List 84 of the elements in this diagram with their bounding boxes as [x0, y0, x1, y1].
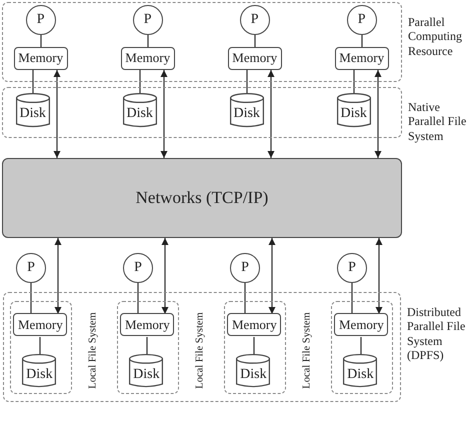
double-arrow	[162, 238, 168, 314]
processor-label: P	[250, 12, 259, 28]
disk-cylinder	[343, 354, 378, 388]
connector-line	[146, 337, 148, 355]
processor-circle	[240, 4, 270, 35]
connector-line	[137, 283, 139, 314]
network-box	[2, 158, 402, 238]
connector-line	[32, 70, 34, 93]
network-label: Networks (TCP/IP)	[136, 188, 268, 208]
dashed-local-box	[10, 300, 72, 394]
group-heading: Distributed Parallel File System (DPFS)	[407, 305, 466, 363]
connector-line	[147, 35, 149, 47]
memory-label: Memory	[125, 50, 170, 66]
double-arrow	[376, 238, 382, 314]
processor-circle	[337, 253, 367, 283]
dashed-local-box	[330, 300, 393, 394]
disk-cylinder	[236, 354, 270, 388]
disk-label: Disk	[133, 367, 160, 384]
processor-label: P	[358, 12, 366, 28]
double-arrow	[268, 238, 276, 314]
dashed-local-box	[224, 300, 286, 394]
processor-circle	[132, 4, 163, 35]
memory-box	[120, 46, 175, 70]
double-arrow	[54, 238, 62, 314]
memory-label: Memory	[18, 316, 63, 333]
processor-circle	[16, 253, 46, 283]
disk-label: Disk	[26, 367, 53, 384]
memory-box	[120, 313, 174, 336]
group-heading: Native Parallel File System	[408, 100, 468, 144]
disk-label: Disk	[126, 106, 153, 122]
processor-circle	[26, 4, 56, 35]
connector-line	[39, 337, 41, 355]
memory-box	[14, 46, 68, 70]
disk-cylinder	[22, 354, 56, 388]
disk-label: Disk	[340, 106, 367, 122]
disk-label: Disk	[233, 106, 260, 122]
memory-label: Memory	[232, 316, 277, 333]
processor-circle	[230, 253, 260, 283]
memory-label: Memory	[339, 50, 384, 66]
double-arrow	[160, 70, 168, 158]
processor-label: P	[36, 12, 45, 28]
dashed-local-box	[116, 300, 179, 394]
double-arrow	[268, 70, 274, 158]
memory-box	[13, 313, 68, 336]
disk-label: Disk	[240, 367, 267, 384]
disk-label: Disk	[19, 106, 46, 122]
disk-cylinder	[129, 354, 164, 388]
memory-label: Memory	[124, 316, 170, 333]
memory-label: Memory	[338, 316, 384, 333]
disk-cylinder	[336, 92, 371, 128]
double-arrow	[54, 70, 60, 158]
vertical-label: Local File System	[302, 312, 313, 388]
connector-line	[351, 283, 353, 314]
memory-box	[228, 46, 282, 70]
connector-line	[30, 283, 32, 314]
disk-cylinder	[122, 92, 157, 128]
processor-circle	[123, 253, 153, 283]
connector-line	[244, 283, 246, 314]
disk-cylinder	[16, 92, 50, 128]
connector-line	[254, 35, 256, 47]
connector-line	[139, 70, 141, 93]
memory-box	[227, 313, 282, 336]
connector-line	[246, 70, 248, 93]
processor-label: P	[241, 260, 249, 276]
vertical-label: Local File System	[88, 312, 99, 388]
group-heading: Parallel Computing Resource	[408, 15, 464, 58]
connector-line	[40, 35, 42, 47]
connector-line	[253, 337, 255, 355]
connector-line	[360, 337, 362, 355]
processor-label: P	[134, 260, 142, 276]
memory-label: Memory	[18, 50, 64, 66]
processor-label: P	[27, 260, 35, 276]
disk-label: Disk	[347, 367, 374, 384]
processor-circle	[346, 4, 377, 35]
connector-line	[361, 35, 363, 47]
processor-label: P	[348, 260, 356, 276]
memory-box	[334, 46, 389, 70]
double-arrow	[374, 70, 382, 158]
disk-cylinder	[230, 92, 264, 128]
processor-label: P	[144, 12, 152, 28]
memory-box	[334, 313, 388, 336]
vertical-label: Local File System	[194, 312, 206, 388]
memory-label: Memory	[232, 50, 278, 66]
connector-line	[353, 70, 355, 93]
